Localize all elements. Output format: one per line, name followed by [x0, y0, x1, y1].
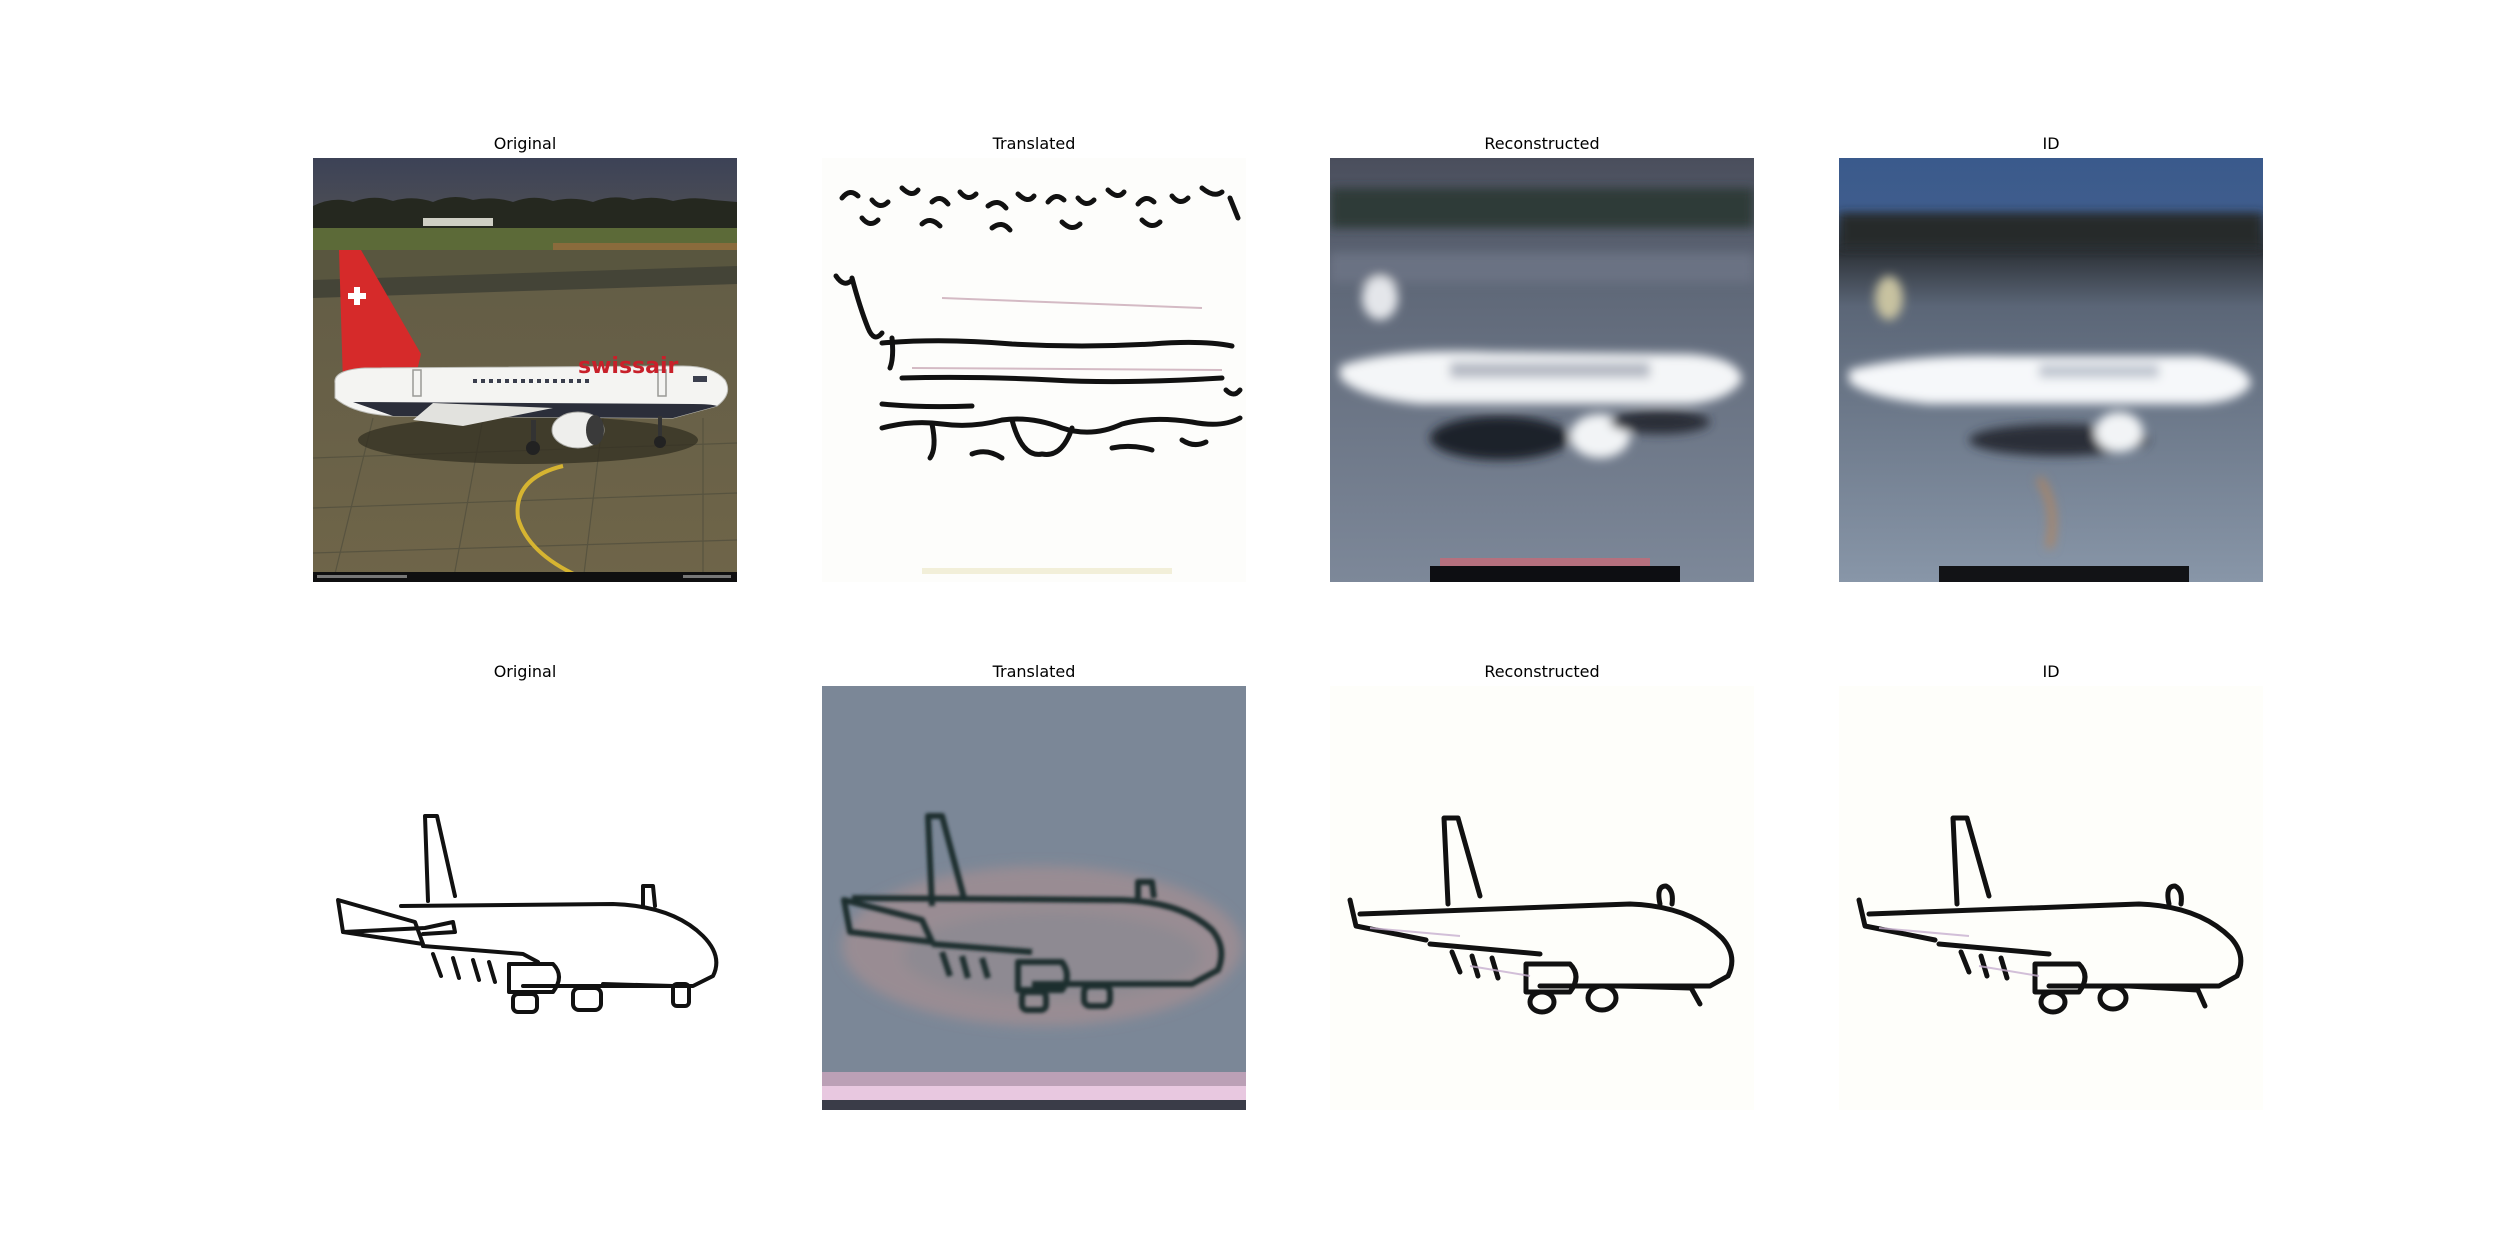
reconstructed-sketch-panel [1330, 686, 1754, 1110]
translated-photo-image [822, 686, 1246, 1110]
panel-title-id-2: ID [2042, 662, 2060, 681]
livery-text: swissair [578, 354, 679, 379]
edge-map-image [822, 158, 1246, 582]
panel-title-reconstructed-2: Reconstructed [1484, 662, 1600, 681]
airplane-photo: swissair [313, 158, 737, 582]
panel-title-id-1: ID [2042, 134, 2060, 153]
panel-title-original-1: Original [493, 134, 557, 153]
panel-title-translated-2: Translated [992, 662, 1076, 681]
id-sketch-image [1839, 686, 2263, 1110]
translated-photo-panel [822, 686, 1246, 1110]
id-sketch-panel [1839, 686, 2263, 1110]
panel-title-original-2: Original [493, 662, 557, 681]
panel-title-reconstructed-1: Reconstructed [1484, 134, 1600, 153]
id-photo-panel [1839, 158, 2263, 582]
original-sketch-panel [313, 686, 737, 1110]
panel-title-translated-1: Translated [992, 134, 1076, 153]
reconstructed-sketch-image [1330, 686, 1754, 1110]
reconstructed-photo-image [1330, 158, 1754, 582]
reconstructed-photo-panel [1330, 158, 1754, 582]
id-photo-image [1839, 158, 2263, 582]
airplane-sketch [313, 686, 737, 1110]
translated-edge-panel [822, 158, 1246, 582]
original-photo-panel: swissair [313, 158, 737, 582]
